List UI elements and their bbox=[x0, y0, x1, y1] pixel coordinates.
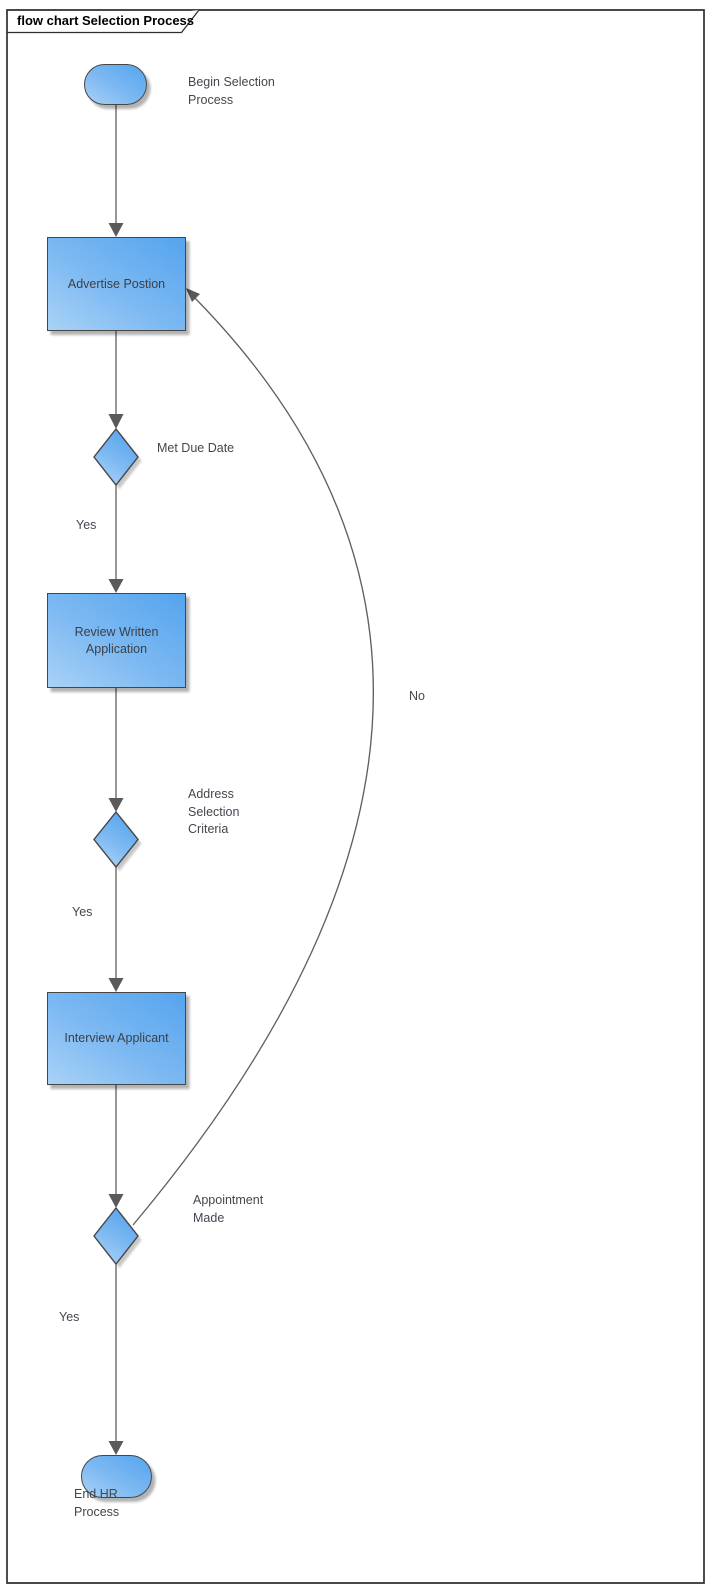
node-review-written-application[interactable]: Review Written Application bbox=[47, 593, 186, 688]
edge-label-yes-address-criteria: Yes bbox=[72, 905, 93, 919]
interview-applicant-label: Interview Applicant bbox=[64, 1031, 169, 1045]
node-interview-applicant[interactable]: Interview Applicant bbox=[47, 992, 186, 1085]
node-appointment-made[interactable] bbox=[93, 1206, 139, 1266]
met-due-date-label: Met Due Date bbox=[157, 441, 235, 455]
arrowhead-into-metdue bbox=[108, 414, 124, 429]
advertise-position-label: Advertise Postion bbox=[67, 276, 166, 291]
arrowhead-into-appointment bbox=[108, 1194, 124, 1208]
node-advertise-position[interactable]: Advertise Postion bbox=[47, 237, 186, 331]
edge-label-yes-met-due-date: Yes bbox=[76, 518, 97, 532]
arrowhead-into-end bbox=[108, 1441, 124, 1455]
edge-label-yes-appointment-made: Yes bbox=[59, 1310, 80, 1324]
diagram-frame-border bbox=[6, 9, 705, 1584]
edge-label-no-appointment-made: No bbox=[409, 689, 425, 703]
arrowhead-into-advertise bbox=[108, 223, 124, 237]
appointment-made-label: Appointment Made bbox=[193, 1193, 264, 1225]
node-met-due-date[interactable] bbox=[93, 427, 139, 487]
end-terminator-label: End HR Process bbox=[74, 1487, 120, 1519]
connector-no-loop[interactable] bbox=[132, 289, 375, 1226]
diagram-title: flow chart Selection Process bbox=[17, 13, 195, 28]
arrowhead-into-review bbox=[108, 579, 124, 593]
arrowhead-into-address bbox=[108, 798, 124, 812]
arrowhead-into-interview bbox=[108, 978, 124, 992]
arrowhead-no-loop bbox=[186, 288, 200, 302]
diagram-title-tab bbox=[7, 9, 200, 34]
start-terminator-label: Begin Selection Process bbox=[188, 75, 275, 107]
node-start-terminator[interactable] bbox=[84, 64, 147, 105]
address-selection-criteria-label: Address Selection Criteria bbox=[188, 787, 240, 836]
node-address-selection-criteria[interactable] bbox=[93, 810, 139, 869]
node-end-terminator[interactable] bbox=[81, 1455, 152, 1498]
review-written-application-label: Review Written Application bbox=[74, 624, 159, 656]
